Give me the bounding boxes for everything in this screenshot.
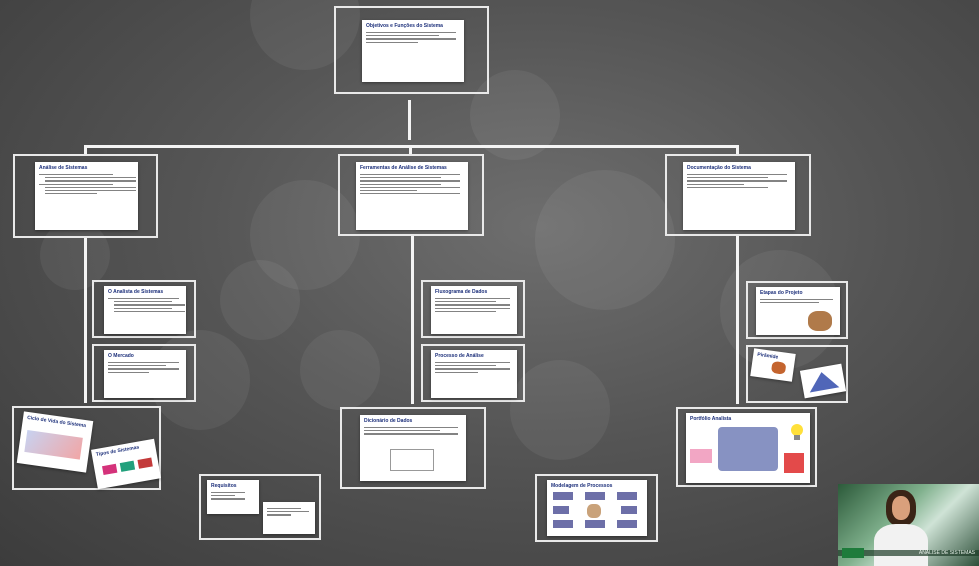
branch-node-ferramentas[interactable]: Ferramentas de Análise de Sistemas — [338, 154, 484, 236]
channel-logo — [842, 548, 864, 558]
child-slide-title: Requisitos — [211, 483, 237, 489]
child-slide-title: O Mercado — [108, 353, 134, 359]
root-node[interactable]: Objetivos e Funções do Sistema — [334, 6, 489, 94]
branch-slide-title: Ferramentas de Análise de Sistemas — [360, 165, 447, 171]
child-slide: Portfólio Analista — [686, 413, 810, 483]
child-slide: Etapas do Projeto — [756, 287, 840, 335]
child-slide-extra — [263, 502, 315, 534]
child-node-ciclo-de-vida[interactable]: Ciclo de Vida do Sistema Tipos de Sistem… — [12, 406, 161, 490]
center-branch-connector — [409, 145, 412, 155]
right-branch-connector — [736, 145, 739, 155]
lightbulb-icon — [791, 424, 803, 440]
child-slide: Fluxograma de Dados — [431, 286, 517, 334]
branch-slide-title: Análise de Sistemas — [39, 165, 88, 171]
left-branch-connector — [84, 145, 87, 155]
pyramid-icon — [809, 372, 840, 393]
child-slide: Dicionário de Dados — [360, 415, 466, 481]
child-slide-title: Tipos de Sistemas — [95, 444, 140, 459]
right-vertical-connector — [736, 236, 739, 404]
presenter-webcam: ANÁLISE DE SISTEMAS — [838, 484, 979, 566]
child-node-modelagem[interactable]: Modelagem de Processos — [535, 474, 658, 542]
child-slide-extra — [799, 363, 847, 399]
child-slide-title: Processo de Análise — [435, 353, 484, 359]
branch-slide-ferramentas: Ferramentas de Análise de Sistemas — [356, 162, 468, 230]
branch-slide-analise: Análise de Sistemas — [35, 162, 138, 230]
child-slide: O Mercado — [104, 350, 186, 398]
child-slide-title: Pirâmide — [756, 351, 779, 361]
child-node-analista[interactable]: O Analista de Sistemas — [92, 280, 196, 338]
child-slide-title: Modelagem de Processos — [551, 483, 613, 489]
child-slide: Modelagem de Processos — [547, 480, 647, 536]
child-slide: Tipos de Sistemas — [91, 438, 161, 490]
child-slide-title: Portfólio Analista — [690, 416, 732, 422]
branch-slide-documentacao: Documentação do Sistema — [683, 162, 795, 230]
left-vertical-connector — [84, 238, 87, 403]
child-node-processo-analise[interactable]: Processo de Análise — [421, 344, 525, 402]
child-slide-title: O Analista de Sistemas — [108, 289, 164, 295]
child-node-etapas[interactable]: Etapas do Projeto — [746, 281, 848, 339]
root-slide: Objetivos e Funções do Sistema — [362, 20, 464, 82]
child-slide: Processo de Análise — [431, 350, 517, 398]
child-slide: O Analista de Sistemas — [104, 286, 186, 334]
root-slide-title: Objetivos e Funções do Sistema — [366, 23, 443, 29]
child-node-fluxograma[interactable]: Fluxograma de Dados — [421, 280, 525, 338]
child-slide-title: Ciclo de Vida do Sistema — [26, 414, 87, 430]
child-slide: Pirâmide — [750, 348, 796, 382]
branch-node-documentacao[interactable]: Documentação do Sistema — [665, 154, 811, 236]
child-slide: Ciclo de Vida do Sistema — [16, 411, 94, 473]
webcam-caption: ANÁLISE DE SISTEMAS — [918, 550, 975, 556]
child-slide: Requisitos — [207, 480, 259, 514]
child-slide-title: Dicionário de Dados — [364, 418, 413, 424]
child-slide-title: Etapas do Projeto — [760, 290, 803, 296]
center-vertical-connector — [411, 236, 414, 404]
child-node-requisitos[interactable]: Requisitos — [199, 474, 321, 540]
branch-node-analise[interactable]: Análise de Sistemas — [13, 154, 158, 238]
child-slide-title: Fluxograma de Dados — [435, 289, 488, 295]
child-node-mercado[interactable]: O Mercado — [92, 344, 196, 402]
branch-slide-title: Documentação do Sistema — [687, 165, 751, 171]
child-node-piramide[interactable]: Pirâmide — [746, 345, 848, 403]
root-connector — [408, 100, 411, 140]
child-node-dicionario[interactable]: Dicionário de Dados — [340, 407, 486, 489]
child-node-portfolio[interactable]: Portfólio Analista — [676, 407, 817, 487]
